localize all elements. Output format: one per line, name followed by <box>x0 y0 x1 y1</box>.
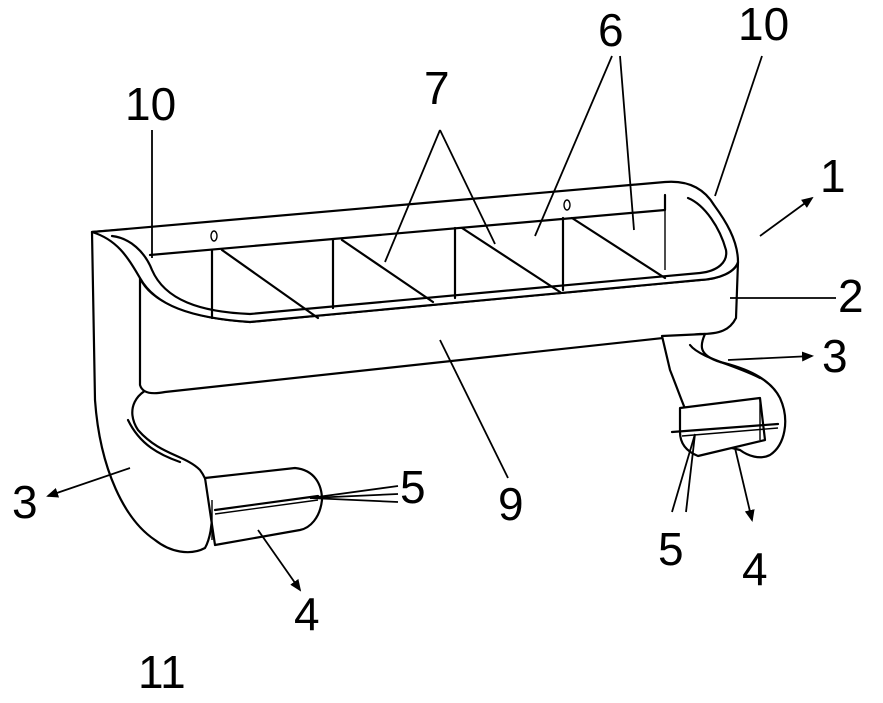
left-hanger-bar <box>203 466 324 547</box>
leader-lines <box>46 55 836 592</box>
dividers <box>210 216 667 320</box>
label-10-right: 10 <box>738 0 789 50</box>
left-panel-cutout <box>126 418 182 464</box>
label-11: 11 <box>138 646 186 698</box>
label-5-left: 5 <box>400 461 426 513</box>
right-panel-cutout <box>688 343 762 380</box>
screw-hole-left <box>210 230 218 242</box>
label-3-left: 3 <box>12 476 38 528</box>
label-5-right: 5 <box>658 523 684 575</box>
label-7: 7 <box>424 62 450 114</box>
right-hanger-bar <box>678 396 767 458</box>
label-10-left: 10 <box>125 78 176 130</box>
screw-hole-right <box>563 199 571 211</box>
label-4-left: 4 <box>294 588 320 640</box>
label-3-right: 3 <box>822 330 848 382</box>
tray-inner-rim <box>110 196 728 316</box>
label-9: 9 <box>498 478 524 530</box>
label-2: 2 <box>838 270 864 322</box>
label-6: 6 <box>598 4 624 56</box>
label-1: 1 <box>820 150 846 202</box>
label-4-right: 4 <box>742 543 768 595</box>
